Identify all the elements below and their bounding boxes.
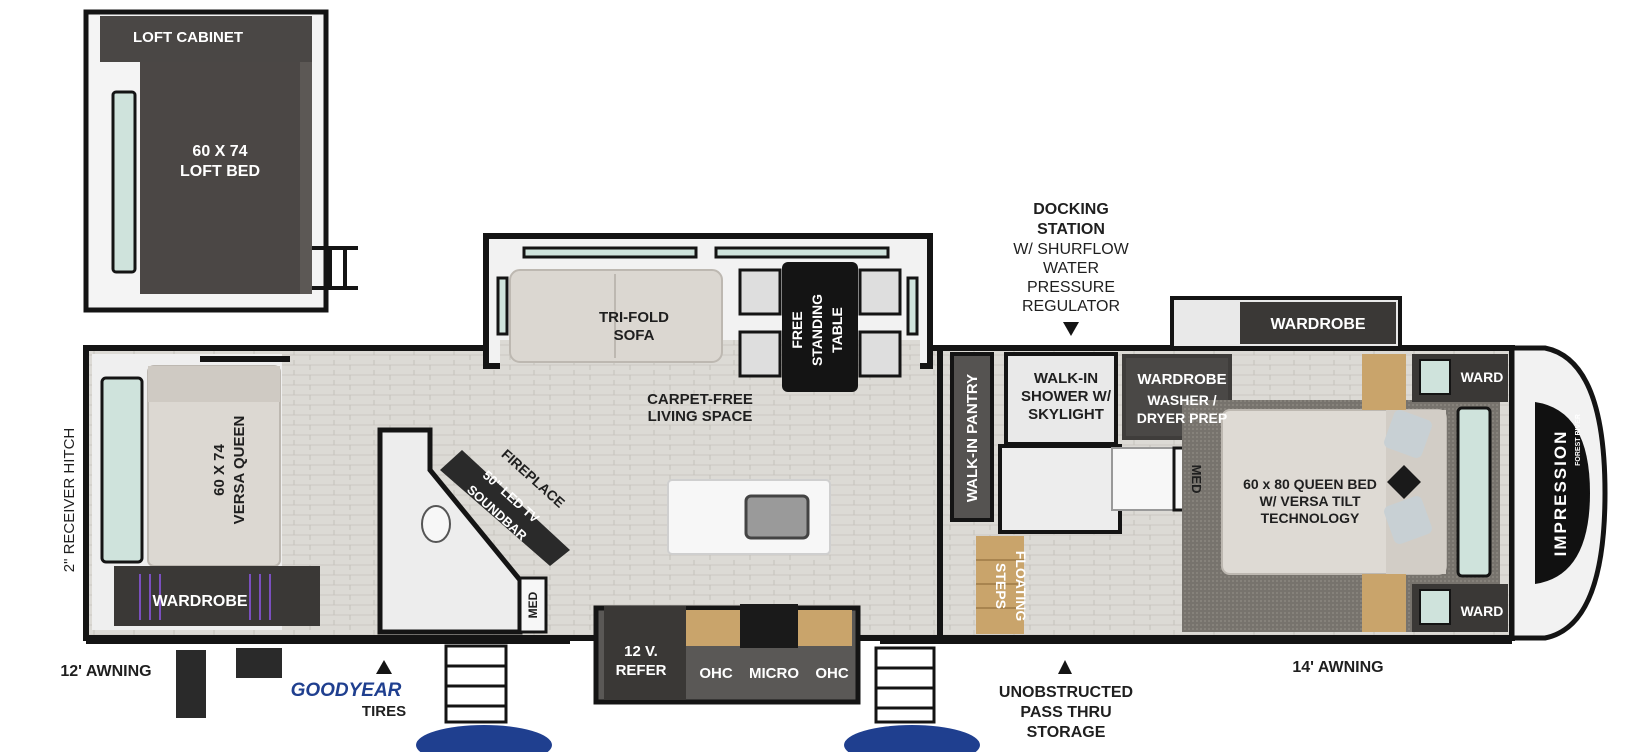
label-versa-size: 60 X 74 <box>211 443 228 495</box>
pillow-bottom <box>1384 496 1432 544</box>
label-med-bath: MED <box>1189 465 1204 494</box>
rear-room <box>92 354 320 630</box>
label-refer-1: 12 V. <box>624 643 658 660</box>
nightstand-top <box>1362 354 1406 410</box>
loft-ladder <box>312 246 358 290</box>
label-micro: MICRO <box>749 665 799 682</box>
label-table-1: FREE <box>789 311 805 348</box>
loft-cabinet <box>100 16 312 62</box>
label-shower-2: SHOWER W/ <box>1021 388 1112 405</box>
arrow-tires <box>376 660 392 674</box>
sink <box>744 494 810 540</box>
label-tires: TIRES <box>362 703 406 720</box>
med-cabinet-left <box>518 576 548 634</box>
label-carpet-free-2: LIVING SPACE <box>648 408 753 425</box>
rear-window <box>100 376 144 564</box>
label-loft-cabinet: LOFT CABINET <box>133 29 243 46</box>
label-ohc-1: OHC <box>699 665 733 682</box>
label-washer-1: WASHER / <box>1147 392 1216 408</box>
label-wardrobe-top: WARDROBE <box>1270 316 1365 333</box>
label-pass-thru-3: STORAGE <box>1027 724 1106 741</box>
entry-steps-front <box>874 646 936 724</box>
label-goodyear: GOODYEAR <box>291 680 402 701</box>
step-above-logo-left <box>416 725 552 752</box>
label-queen-1: 60 x 80 QUEEN BED <box>1243 476 1377 492</box>
label-table-2: STANDING <box>809 294 825 366</box>
label-docking-2: STATION <box>1037 221 1105 238</box>
loft-window <box>111 90 137 274</box>
label-docking-1: DOCKING <box>1033 201 1109 218</box>
dining-table <box>738 262 902 392</box>
label-sofa-1: TRI-FOLD <box>599 309 669 326</box>
master-bedroom <box>1170 296 1508 632</box>
label-docking-6: REGULATOR <box>1022 298 1120 315</box>
label-versa-queen: VERSA QUEEN <box>231 416 248 525</box>
arrow-docking <box>1063 322 1079 336</box>
label-ohc-2: OHC <box>815 665 849 682</box>
floating-steps <box>976 536 1024 634</box>
walk-in-pantry <box>950 352 994 522</box>
label-docking-3: W/ SHURFLOW <box>1013 241 1129 258</box>
half-bath <box>377 427 548 635</box>
label-refer-2: REFER <box>616 662 667 679</box>
label-washer-2: DRYER PREP <box>1137 410 1228 426</box>
label-floating-1: FLOATING <box>1013 551 1029 622</box>
label-queen-3: TECHNOLOGY <box>1261 510 1360 526</box>
bath-sink <box>1111 447 1175 511</box>
pillow-top <box>1384 410 1432 458</box>
label-brand-sub: FOREST RIVER <box>1575 414 1582 466</box>
loft-bed <box>140 62 312 294</box>
step-above-logo-right <box>844 725 980 752</box>
label-awning-right: 14' AWNING <box>1292 659 1383 676</box>
hitch-block <box>176 650 206 718</box>
label-queen-2: W/ VERSA TILT <box>1259 493 1361 509</box>
fireplace-tv-wall <box>440 450 570 566</box>
label-table-3: TABLE <box>829 307 845 353</box>
walk-in-shower <box>1004 352 1118 446</box>
label-sofa-2: SOFA <box>614 327 655 344</box>
label-wardrobe-left: WARDROBE <box>152 593 247 610</box>
arrow-storage <box>1058 660 1072 674</box>
label-ward-bottom: WARD <box>1461 603 1504 619</box>
sofa <box>509 269 723 363</box>
toilet <box>421 505 451 543</box>
label-pass-thru-1: UNOBSTRUCTED <box>999 684 1133 701</box>
front-window <box>1456 406 1492 578</box>
label-receiver-hitch: 2" RECEIVER HITCH <box>61 428 78 573</box>
entry-steps-rear <box>444 644 508 724</box>
label-pass-thru-2: PASS THRU <box>1020 704 1111 721</box>
label-brand: IMPRESSION <box>1551 430 1570 557</box>
label-shower-1: WALK-IN <box>1034 370 1098 387</box>
stove <box>740 604 798 648</box>
refrigerator <box>604 606 686 700</box>
label-ward-top: WARD <box>1461 369 1504 385</box>
loft-area <box>83 9 358 313</box>
label-loft-bed: LOFT BED <box>180 163 260 180</box>
nightstand-bottom <box>1362 574 1406 632</box>
label-docking-4: WATER <box>1043 260 1099 277</box>
label-carpet-free-1: CARPET-FREE <box>647 391 753 408</box>
slideout-windows <box>496 246 919 336</box>
label-med-left: MED <box>526 591 540 618</box>
kitchen-island <box>667 479 831 555</box>
label-docking-5: PRESSURE <box>1027 279 1115 296</box>
label-loft-bed-size: 60 X 74 <box>192 143 247 160</box>
rear-wardrobe <box>114 566 320 626</box>
label-floating-2: STEPS <box>993 563 1009 609</box>
label-awning-left: 12' AWNING <box>60 663 151 680</box>
label-walk-in-pantry: WALK-IN PANTRY <box>964 374 981 502</box>
label-wardrobe-mid: WARDROBE <box>1137 371 1226 388</box>
kitchen-slideout <box>593 604 861 705</box>
label-shower-3: SKYLIGHT <box>1028 406 1104 423</box>
